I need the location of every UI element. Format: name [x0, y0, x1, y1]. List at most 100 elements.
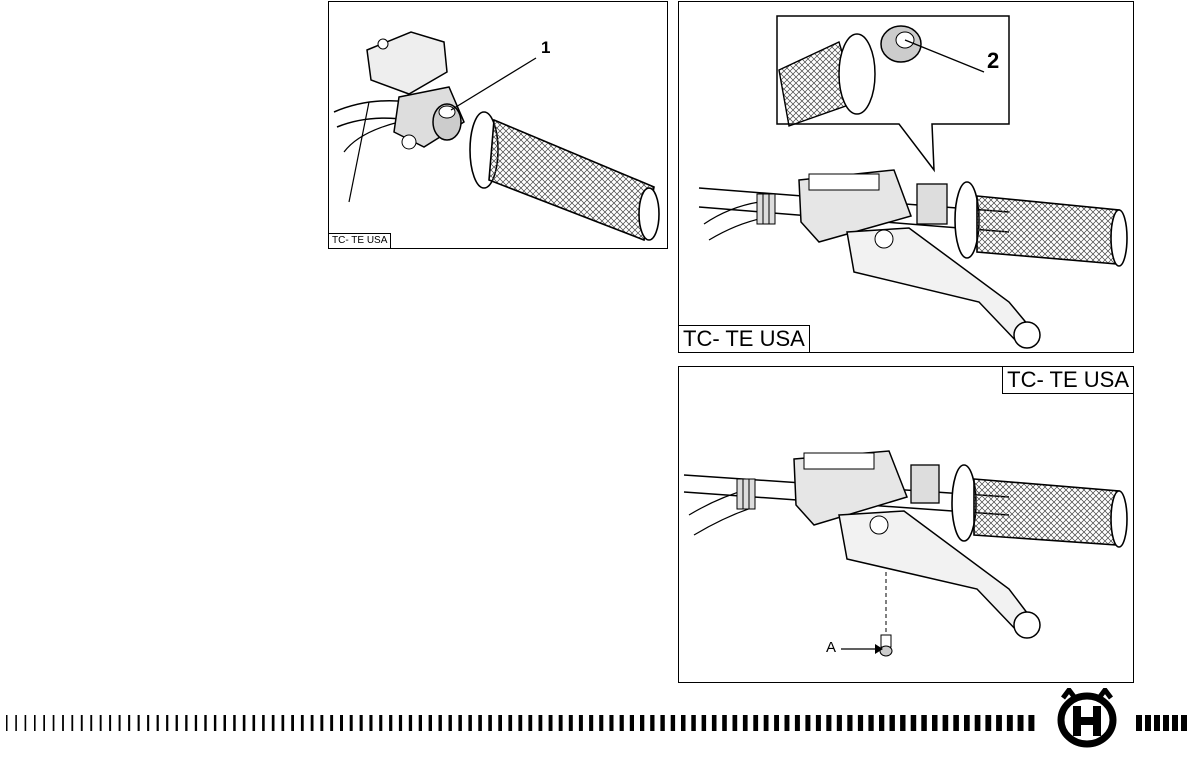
footer-tick	[6, 715, 8, 731]
footer-tick	[508, 715, 512, 731]
footer-tick	[340, 715, 343, 731]
footer-tick	[712, 715, 717, 731]
footer-tick	[478, 715, 482, 731]
footer-tick	[311, 715, 314, 731]
footer-tick	[733, 715, 738, 731]
footer-tick	[1018, 715, 1024, 731]
footer-tick	[15, 715, 17, 731]
footer-tick	[53, 715, 55, 731]
footer-tick	[62, 715, 64, 731]
footer-tick	[911, 715, 917, 731]
footer-tick	[837, 715, 842, 731]
footer-tick	[330, 715, 333, 731]
footer-tick	[157, 715, 159, 731]
callout-1: 1	[541, 38, 550, 58]
footer-tick	[272, 715, 275, 731]
footer-tick	[858, 715, 863, 731]
footer-tick	[409, 715, 412, 731]
footer-tick	[109, 715, 111, 731]
footer-tick	[350, 715, 353, 731]
footer-tick	[43, 715, 45, 731]
footer-tick	[439, 715, 442, 731]
footer-tick	[599, 715, 603, 731]
footer-tick	[1136, 715, 1142, 731]
footer-tick	[1181, 715, 1187, 731]
footer-tick	[579, 715, 583, 731]
footer-tick	[291, 715, 294, 731]
footer-tick	[975, 715, 981, 731]
footer-tick	[681, 715, 686, 731]
footer-tick	[1007, 715, 1013, 731]
footer-tick	[518, 715, 522, 731]
footer-tick	[253, 715, 256, 731]
footer-tick	[71, 715, 73, 731]
footer-tick	[890, 715, 895, 731]
footer-tick	[34, 715, 36, 731]
footer-tick	[458, 715, 462, 731]
footer-tick	[702, 715, 707, 731]
footer-tick	[943, 715, 949, 731]
footer-tick	[488, 715, 492, 731]
footer-tick	[301, 715, 304, 731]
footer-tick	[389, 715, 392, 731]
footer-tick	[879, 715, 884, 731]
footer-tick	[1028, 715, 1034, 731]
footer-tick	[539, 715, 543, 731]
footer-tick	[549, 715, 553, 731]
footer-tick	[964, 715, 970, 731]
footer-tick	[609, 715, 613, 731]
footer-tick	[1154, 715, 1160, 731]
footer-tick	[262, 715, 265, 731]
footer-tick	[100, 715, 102, 731]
footer-tick	[722, 715, 727, 731]
footer-tick	[1163, 715, 1169, 731]
footer-tick	[166, 715, 168, 731]
footer-tick	[243, 715, 246, 731]
footer-tick	[25, 715, 27, 731]
footer-tick	[195, 715, 197, 731]
footer-tick	[620, 715, 624, 731]
footer-tick	[449, 715, 452, 731]
model-tag-fig1: TC- TE USA	[329, 233, 391, 248]
callout-2: 2	[987, 48, 999, 74]
footer-tick	[528, 715, 532, 731]
footer-tick	[233, 715, 236, 731]
footer-tick	[185, 715, 187, 731]
footer-tick	[932, 715, 938, 731]
footer-tick	[764, 715, 769, 731]
footer-tick	[826, 715, 831, 731]
footer-tick	[985, 715, 991, 731]
footer-tick	[589, 715, 593, 731]
footer-tick	[128, 715, 130, 731]
footer-tick	[214, 715, 216, 731]
model-tag-fig3: TC- TE USA	[1002, 367, 1133, 394]
footer-tick	[419, 715, 422, 731]
footer-tick	[1145, 715, 1151, 731]
model-tag-fig2: TC- TE USA	[679, 325, 810, 352]
footer-tick	[176, 715, 178, 731]
footer-tick	[640, 715, 644, 731]
footer-tick	[282, 715, 285, 731]
footer-tick	[224, 715, 227, 731]
figure-2-panel: 2 TC- TE USA	[678, 1, 1134, 353]
footer-tick	[498, 715, 502, 731]
figure-2-illustration	[679, 2, 1134, 353]
footer-tick	[691, 715, 696, 731]
footer-tick	[996, 715, 1002, 731]
figure-3-panel: A TC- TE USA	[678, 366, 1134, 683]
footer-tick	[816, 715, 821, 731]
figure-3-illustration	[679, 367, 1134, 683]
footer-tick	[468, 715, 472, 731]
footer-tick	[569, 715, 573, 731]
footer-tick	[320, 715, 323, 731]
callout-a: A	[826, 639, 836, 656]
figure-1-illustration	[329, 2, 668, 249]
footer-tick	[774, 715, 779, 731]
footer-tick	[805, 715, 810, 731]
footer-strip	[0, 700, 1191, 767]
footer-tick	[399, 715, 402, 731]
husqvarna-crown-h-icon	[1041, 688, 1133, 748]
footer-tick	[868, 715, 873, 731]
footer-tick	[360, 715, 363, 731]
footer-tick	[204, 715, 206, 731]
